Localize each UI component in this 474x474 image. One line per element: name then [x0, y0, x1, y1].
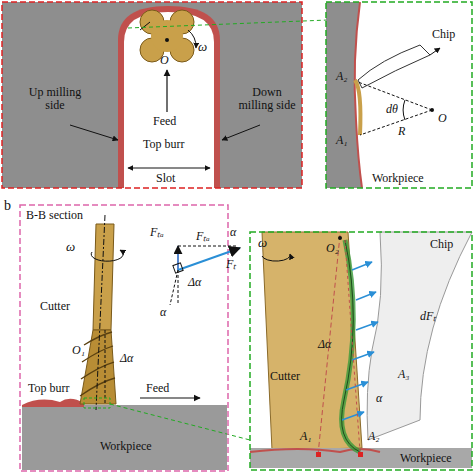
force-symbol: Fₜ [226, 258, 236, 271]
chip-label: Chip [430, 238, 453, 251]
angle-symbol: Δα [188, 276, 201, 289]
force-symbol: Fₜₐ [150, 226, 164, 239]
workpiece-label: Workpiece [100, 440, 152, 453]
center-symbol: O [160, 54, 169, 67]
force-symbol: dFₜ [420, 310, 436, 323]
chip-label: Chip [432, 28, 455, 41]
workpiece-label: Workpiece [400, 452, 452, 465]
section-label: B-B section [26, 209, 83, 222]
force-diagram [170, 246, 240, 305]
side-label: Down milling side [236, 86, 298, 112]
center-symbol: O [438, 112, 447, 125]
radius-symbol: R [398, 125, 405, 138]
inset-b [250, 232, 472, 470]
inset-a [326, 2, 472, 188]
burr-label: Top burr [143, 138, 184, 151]
point-label: A₂ [368, 430, 380, 443]
feed-label: Feed [153, 115, 176, 128]
point-label: A₁ [336, 134, 348, 147]
cutter-label: Cutter [270, 370, 300, 383]
center-symbol: O₂ [326, 242, 339, 255]
center-symbol: O₁ [72, 344, 85, 357]
angle-symbol: Δα [120, 352, 133, 365]
rotation-symbol: ω [198, 40, 207, 54]
side-label: Up milling side [20, 86, 90, 112]
angle-symbol: α [160, 306, 166, 319]
angle-symbol: α [376, 392, 382, 405]
point-label: A₃ [398, 368, 410, 381]
feed-label: Feed [146, 382, 169, 395]
cutter-label: Cutter [40, 300, 70, 313]
workpiece-label: Workpiece [372, 172, 424, 185]
point-label: A₁ [300, 430, 312, 443]
panel-letter: b [4, 198, 11, 213]
slot-view [2, 2, 328, 188]
rotation-symbol: ω [66, 240, 75, 254]
angle-symbol: dθ [386, 103, 398, 116]
point-label: A₂ [336, 70, 348, 83]
rotation-symbol: ω [258, 236, 267, 250]
angle-symbol: Δα [318, 338, 331, 351]
b-b-section [20, 205, 250, 471]
burr-label: Top burr [28, 382, 69, 395]
angle-symbol: α [230, 226, 236, 239]
force-symbol: Fₜₐ [196, 230, 210, 243]
slot-label: Slot [156, 172, 175, 185]
